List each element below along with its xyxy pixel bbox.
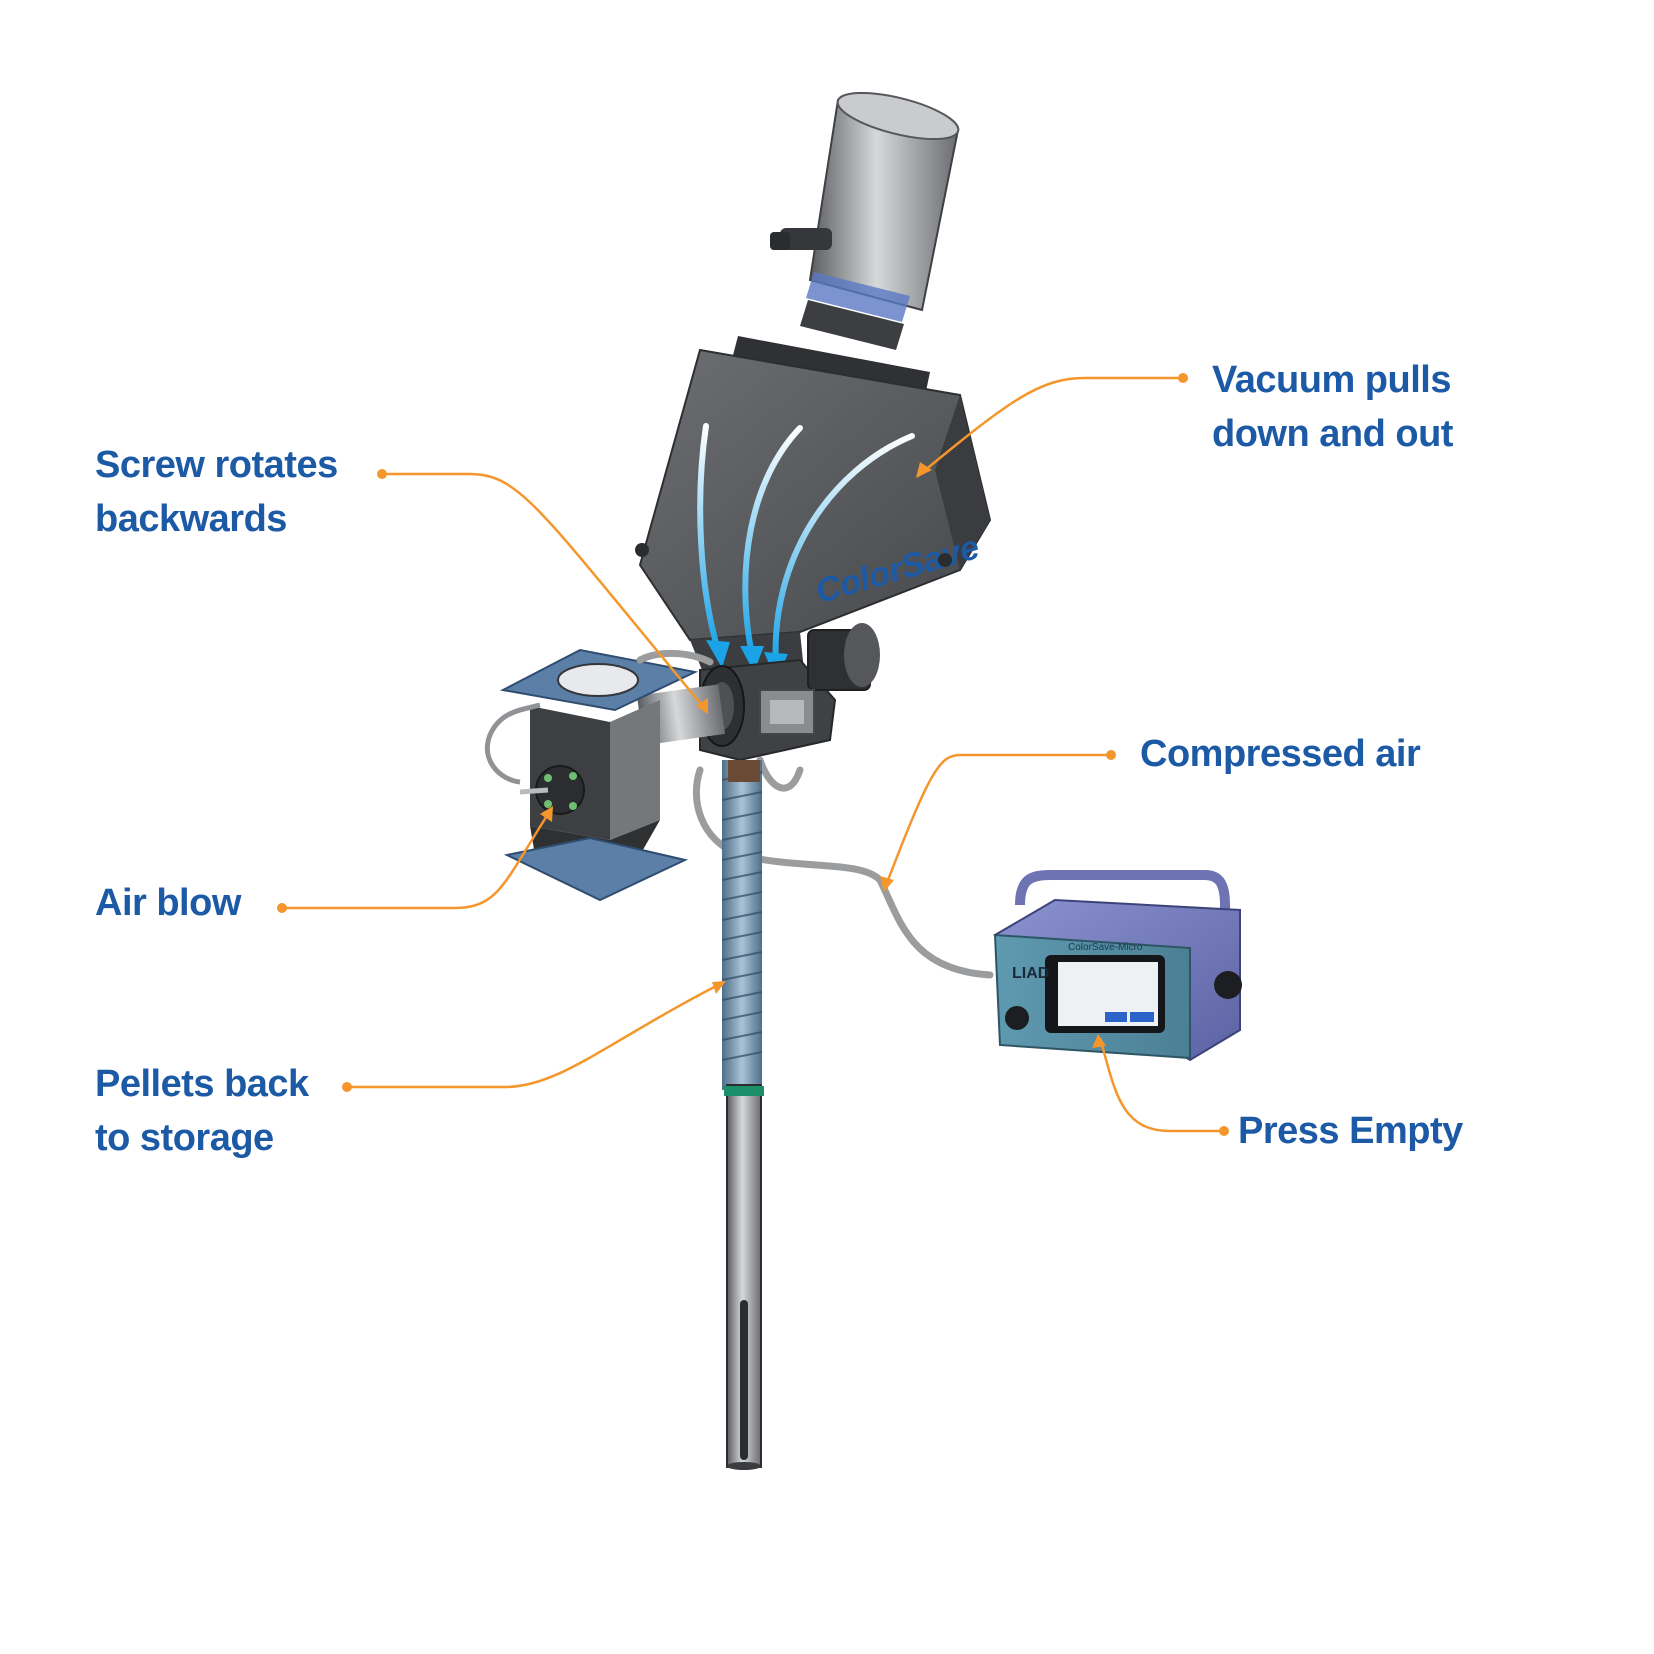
- controller-model: ColorSave-Micro: [1068, 942, 1143, 953]
- callout-press-empty: Press Empty: [1238, 1104, 1463, 1158]
- callout-dot-icon: [277, 373, 1229, 1136]
- callout-vacuum: Vacuum pulls down and out: [1212, 353, 1453, 461]
- callout-air-blow-line1: Air blow: [95, 882, 241, 924]
- callout-line-vacuum: [917, 376, 1182, 477]
- air-blow-box: [484, 648, 699, 902]
- callout-press-empty-line1: Press Empty: [1238, 1110, 1463, 1152]
- callout-vacuum-line1: Vacuum pulls: [1212, 359, 1451, 401]
- flow-arrowhead-icon: [706, 640, 788, 680]
- return-hose: [721, 760, 763, 1090]
- controller-logo: LIAD: [1012, 965, 1049, 982]
- callout-air-blow: Air blow: [95, 876, 241, 930]
- callout-arrowhead-icon: [540, 462, 1106, 1048]
- storage-lance: [724, 1084, 764, 1470]
- callout-screw: Screw rotates backwards: [95, 438, 338, 546]
- machine-illustration: ColorSave: [484, 91, 1242, 1470]
- vacuum-inlet-funnel: [770, 91, 960, 350]
- callout-line-compressed-air: [883, 753, 1110, 889]
- callout-line-pellets: [347, 980, 725, 1089]
- callout-pellets: Pellets back to storage: [95, 1057, 309, 1165]
- callout-pellets-line2: to storage: [95, 1117, 274, 1159]
- callout-compressed-air-line1: Compressed air: [1140, 733, 1421, 775]
- callout-line-press-empty: [1098, 1037, 1224, 1133]
- air-hose: [636, 649, 994, 979]
- callout-line-air-blow: [282, 807, 554, 910]
- callout-vacuum-line2: down and out: [1212, 413, 1453, 455]
- callout-line-screw: [383, 472, 707, 711]
- callout-screw-line2: backwards: [95, 498, 287, 540]
- callout-screw-line1: Screw rotates: [95, 444, 338, 486]
- flow-arrow-icon: [697, 423, 915, 668]
- callout-pellets-line1: Pellets back: [95, 1063, 309, 1105]
- controller-unit: LIAD ColorSave-Micro: [993, 870, 1242, 1062]
- callout-compressed-air: Compressed air: [1140, 727, 1421, 781]
- callout-lines: [282, 376, 1224, 1133]
